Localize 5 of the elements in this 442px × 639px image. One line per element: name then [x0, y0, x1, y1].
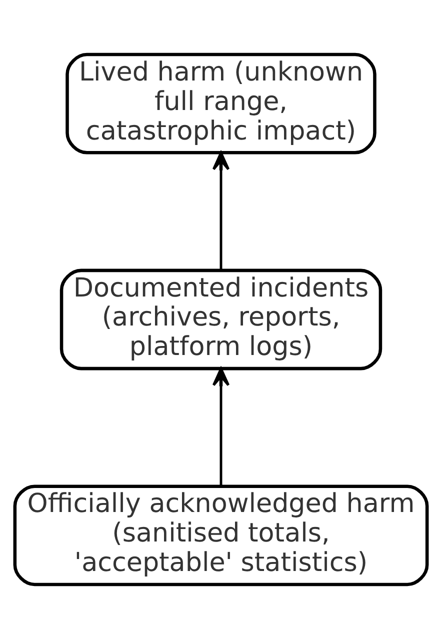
- arrow: [212, 152, 230, 270]
- node-box: Documented incidents (archives, reports, platform logs): [60, 268, 382, 370]
- node-box: Officially acknowledged harm (sanitised totals, 'acceptable' statistics): [13, 484, 429, 586]
- arrow: [212, 367, 230, 486]
- node-box: Lived harm (unknown full range, catastrophic impact): [66, 52, 376, 154]
